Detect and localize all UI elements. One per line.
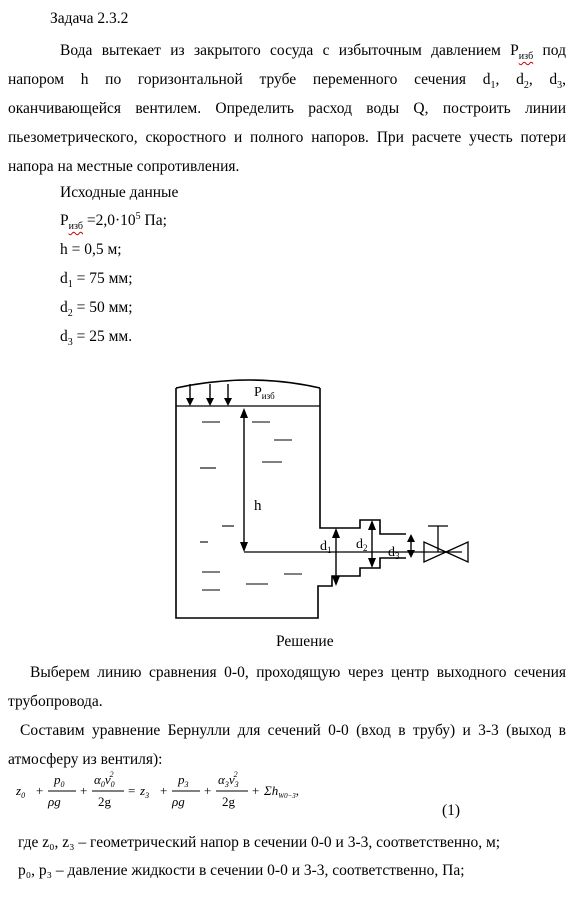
- tank-pipe-diagram: Pизб h d1 d2 d3: [175, 379, 469, 619]
- given-pressure: Pизб =2,0·105 Па;: [60, 210, 167, 233]
- d1-label: d1: [320, 539, 332, 555]
- given-heading: Исходные данные: [60, 184, 179, 201]
- d2-label: d2: [356, 537, 368, 553]
- svg-text:z3: z3: [139, 783, 149, 800]
- svg-text:+: +: [160, 783, 167, 798]
- svg-text:p0: p0: [53, 772, 65, 789]
- p-label: Pизб: [254, 385, 275, 401]
- d3-label: d3: [388, 545, 400, 561]
- svg-text:+: +: [36, 783, 43, 798]
- solution-heading: Решение: [276, 633, 334, 650]
- svg-text:α0v02: α0v02: [94, 770, 115, 789]
- svg-text:+: +: [80, 783, 87, 798]
- svg-text:+: +: [204, 783, 211, 798]
- svg-text:=: =: [128, 783, 135, 798]
- solution-paragraph-1: Выберем линию сравнения 0-0, проходящую …: [8, 664, 566, 710]
- equation-number: (1): [442, 802, 461, 819]
- given-d3: d3 = 25 мм.: [60, 328, 133, 349]
- solution-paragraph-2: Составим уравнение Бернулли для сечений …: [8, 722, 566, 768]
- svg-text:2g: 2g: [98, 794, 112, 809]
- given-d1: d1 = 75 мм;: [60, 270, 133, 291]
- svg-text:α3v32: α3v32: [218, 770, 239, 789]
- svg-text:ρg: ρg: [47, 794, 61, 809]
- problem-statement: Вода вытекает из закрытого сосуда с избы…: [8, 42, 567, 175]
- valve-icon: [423, 525, 469, 564]
- where-line-2: p₀, p₃ – давление жидкости в сечении 0-0…: [18, 862, 465, 879]
- bernoulli-equation: z0 + p0 ρg + α0v02 2g = z3 + p3 ρg + α3v…: [15, 770, 299, 809]
- given-head: h = 0,5 м;: [60, 241, 122, 258]
- water-marks: [200, 421, 302, 591]
- svg-text:z0: z0: [15, 783, 25, 800]
- problem-title: Задача 2.3.2: [50, 10, 129, 27]
- svg-text:+: +: [252, 783, 259, 798]
- given-d2: d2 = 50 мм;: [60, 299, 133, 320]
- where-line-1: где z₀, z₃ – геометрический напор в сече…: [18, 834, 501, 851]
- svg-text:2g: 2g: [222, 794, 236, 809]
- svg-text:ΣhW0−3,: ΣhW0−3,: [263, 783, 299, 800]
- svg-text:p3: p3: [177, 772, 189, 789]
- svg-text:ρg: ρg: [171, 794, 185, 809]
- h-label: h: [254, 498, 262, 514]
